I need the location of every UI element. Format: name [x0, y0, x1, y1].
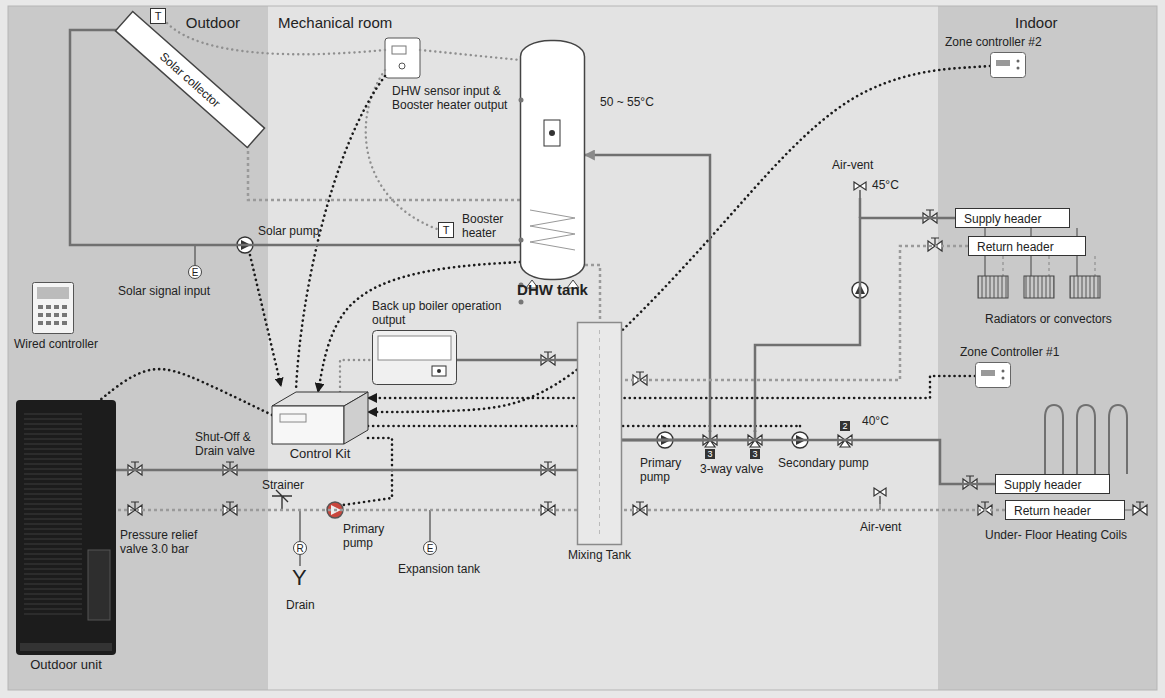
wired-controller: Wired controller — [32, 282, 74, 334]
sensor-symbol: T — [438, 222, 454, 238]
pump-label: Secondary pump — [778, 456, 869, 470]
backup-boiler: Back up boiler operation output — [372, 330, 457, 385]
tank-label: Expansion tank — [398, 562, 480, 576]
pipe-connector — [70, 30, 520, 245]
drain-symbol: Y — [292, 566, 307, 590]
valve-label: 3-way valve — [700, 462, 763, 476]
vent-label: Air-vent — [832, 158, 873, 172]
heater-label: Booster heater — [462, 212, 514, 240]
zone-band: OutdoorSolar collectorOutdoor unitWired … — [8, 6, 268, 690]
node-label: Return header — [1014, 504, 1091, 518]
temperature-label: 45°C — [872, 178, 899, 192]
signal-label: Solar signal input — [118, 284, 210, 298]
node-label: Mixing Tank — [568, 548, 631, 562]
signal-connector — [368, 66, 990, 412]
valve-number: 3 — [705, 449, 715, 459]
valve-label: Pressure relief valve 3.0 bar — [120, 528, 215, 556]
header-box: Return header — [968, 236, 1086, 256]
dhw-tank-shape — [520, 40, 585, 280]
valve-number: 2 — [840, 421, 850, 431]
control-kit: Control Kit — [272, 392, 368, 444]
signal-connector — [340, 360, 372, 392]
band-label: Mechanical room — [268, 6, 938, 31]
signal-symbol: E — [188, 265, 202, 279]
control-kit-shape — [272, 392, 368, 444]
node-label: Supply header — [964, 212, 1041, 226]
temperature-label: 50 ~ 55°C — [600, 95, 654, 109]
node-label: Control Kit — [290, 447, 351, 461]
band-label: Indoor — [938, 6, 1157, 31]
signal-label: DHW sensor input & Booster heater output — [392, 84, 520, 112]
zone-controller-shape — [990, 52, 1026, 78]
node-label: Zone Controller #1 — [960, 345, 1059, 359]
strainer-label: Strainer — [262, 478, 304, 492]
node-label: Wired controller — [14, 337, 98, 351]
drain-label: Drain — [286, 598, 315, 612]
valve-label: Shut-Off & Drain valve — [195, 430, 267, 458]
header-box: Supply header — [955, 208, 1070, 228]
header-box: Return header — [1005, 500, 1125, 520]
node-label: Back up boiler operation output — [372, 299, 512, 327]
pipe-connector — [116, 509, 577, 512]
outdoor-unit: Outdoor unit — [16, 400, 116, 655]
node-label: Outdoor unit — [30, 658, 102, 672]
dhw-tank: DHW tank — [520, 40, 585, 280]
pipe-connector — [116, 469, 577, 472]
backup-boiler-shape — [372, 330, 457, 385]
mixing-tank-shape — [577, 322, 622, 545]
emitter-label: Radiators or convectors — [985, 312, 1112, 326]
pipe-connector — [457, 359, 577, 362]
tank-symbol: E — [423, 541, 437, 555]
pump-label: Primary pump — [640, 456, 690, 484]
outdoor-unit-shape — [16, 400, 116, 655]
sensor-symbol: T — [150, 8, 166, 24]
zone-controller: Zone Controller #1 — [975, 362, 1011, 388]
emitter-label: Under- Floor Heating Coils — [985, 528, 1127, 542]
node-label: DHW tank — [517, 283, 588, 297]
temperature-label: 40°C — [862, 414, 889, 428]
zone-band: IndoorSupply headerReturn headerZone con… — [938, 6, 1157, 690]
node-label: Zone controller #2 — [945, 35, 1042, 49]
valve-symbol: R — [293, 541, 307, 555]
pipe-connector — [622, 218, 955, 440]
node-label: Solar collector — [157, 49, 223, 110]
node-label: Return header — [977, 240, 1054, 254]
wired-controller-shape — [32, 282, 74, 334]
vent-label: Air-vent — [860, 520, 901, 534]
pipe-connector — [248, 137, 520, 200]
pipe-connector — [622, 440, 995, 484]
valve-number: 3 — [750, 449, 760, 459]
zone-controller-shape — [975, 362, 1011, 388]
node-label: Supply header — [1004, 478, 1081, 492]
zone-controller: Zone controller #2 — [990, 52, 1026, 78]
pipe-connector — [622, 509, 1005, 512]
solar-collector: Solar collector — [125, 22, 255, 137]
pipe-connector — [622, 246, 968, 380]
signal-connector — [100, 369, 272, 415]
pump-label: Primary pump — [343, 522, 391, 550]
pump-label: Solar pump — [258, 224, 319, 238]
signal-connector — [318, 262, 520, 392]
header-box: Supply header — [995, 474, 1110, 494]
mixing-tank: Mixing Tank — [577, 322, 622, 545]
